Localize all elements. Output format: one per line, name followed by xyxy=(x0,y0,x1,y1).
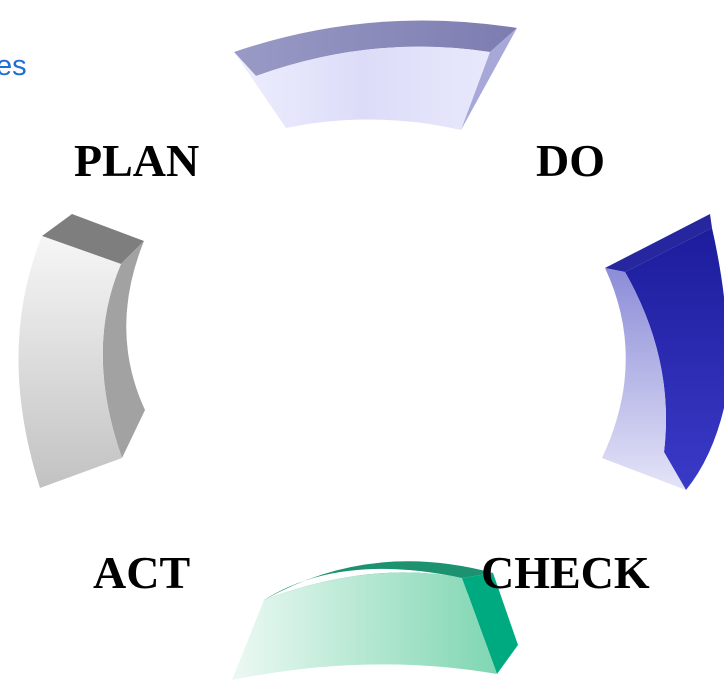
do-label: DO xyxy=(536,135,605,186)
check-arc-segment xyxy=(232,561,518,680)
plan-arc-segment xyxy=(18,214,145,488)
partial-title-text: es xyxy=(0,50,27,82)
plan-label: PLAN xyxy=(74,135,200,186)
do-arc-segment xyxy=(602,214,724,490)
act-label: ACT xyxy=(93,547,191,598)
top-arc-segment xyxy=(234,20,517,130)
check-label: CHECK xyxy=(481,547,650,598)
